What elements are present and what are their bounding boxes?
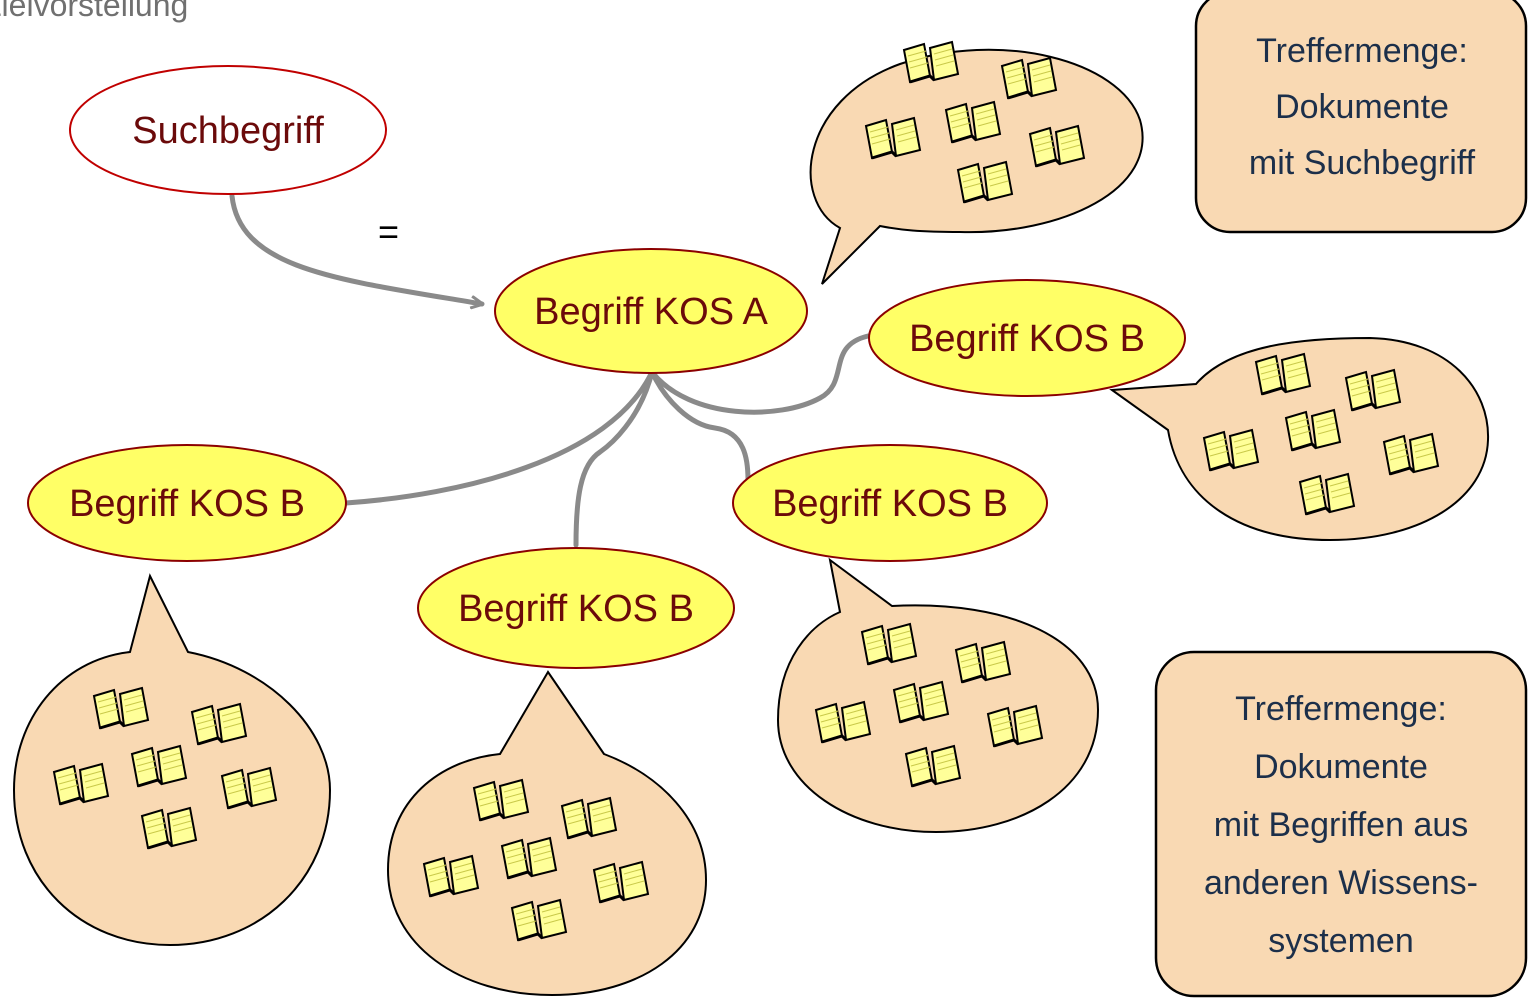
connector-to-far-right-term (649, 333, 871, 415)
equals-arrow (229, 193, 482, 304)
related-term-label: Begriff KOS B (772, 483, 1008, 525)
result-box-search-term: Treffermenge: Dokumente mit Suchbegriff (1194, 0, 1528, 234)
result-box-2-line: Dokumente (1254, 748, 1428, 786)
result-box-2-line: anderen Wissens- (1204, 864, 1478, 902)
search-term-node: Suchbegriff (69, 65, 387, 195)
result-box-other-systems: Treffermenge: Dokumente mit Begriffen au… (1154, 650, 1528, 998)
connector-to-right-term (649, 369, 751, 483)
connector-to-left-term (343, 369, 655, 506)
related-term-node-right: Begriff KOS B (732, 444, 1048, 562)
document-bubble-bottom-middle (386, 670, 708, 997)
result-box-1-line: Treffermenge: (1256, 32, 1468, 70)
central-term-label: Begriff KOS A (534, 291, 768, 333)
result-box-2-line: Treffermenge: (1235, 690, 1447, 728)
related-term-node-left: Begriff KOS B (27, 444, 347, 562)
slide-heading: Zielvorstellung (0, 0, 188, 23)
related-term-node-bottom: Begriff KOS B (417, 547, 735, 669)
related-term-label: Begriff KOS B (69, 483, 305, 525)
document-bubble-bottom-left (12, 573, 332, 947)
search-term-label: Suchbegriff (132, 110, 324, 152)
document-bubble-top (809, 40, 1144, 285)
result-box-2-line: mit Begriffen aus (1214, 806, 1469, 844)
central-term-node: Begriff KOS A (494, 248, 808, 374)
document-bubble-bottom-right (776, 557, 1100, 834)
result-box-1-line: mit Suchbegriff (1249, 144, 1476, 182)
equals-sign: = (378, 211, 399, 252)
related-term-label: Begriff KOS B (909, 318, 1145, 360)
result-box-1-line: Dokumente (1275, 88, 1449, 126)
connector-to-bottom-term (573, 369, 655, 548)
related-term-label: Begriff KOS B (458, 588, 694, 630)
related-term-node-far-right: Begriff KOS B (868, 279, 1186, 397)
document-bubble-right (1109, 336, 1490, 542)
result-box-2-line: systemen (1268, 922, 1414, 960)
